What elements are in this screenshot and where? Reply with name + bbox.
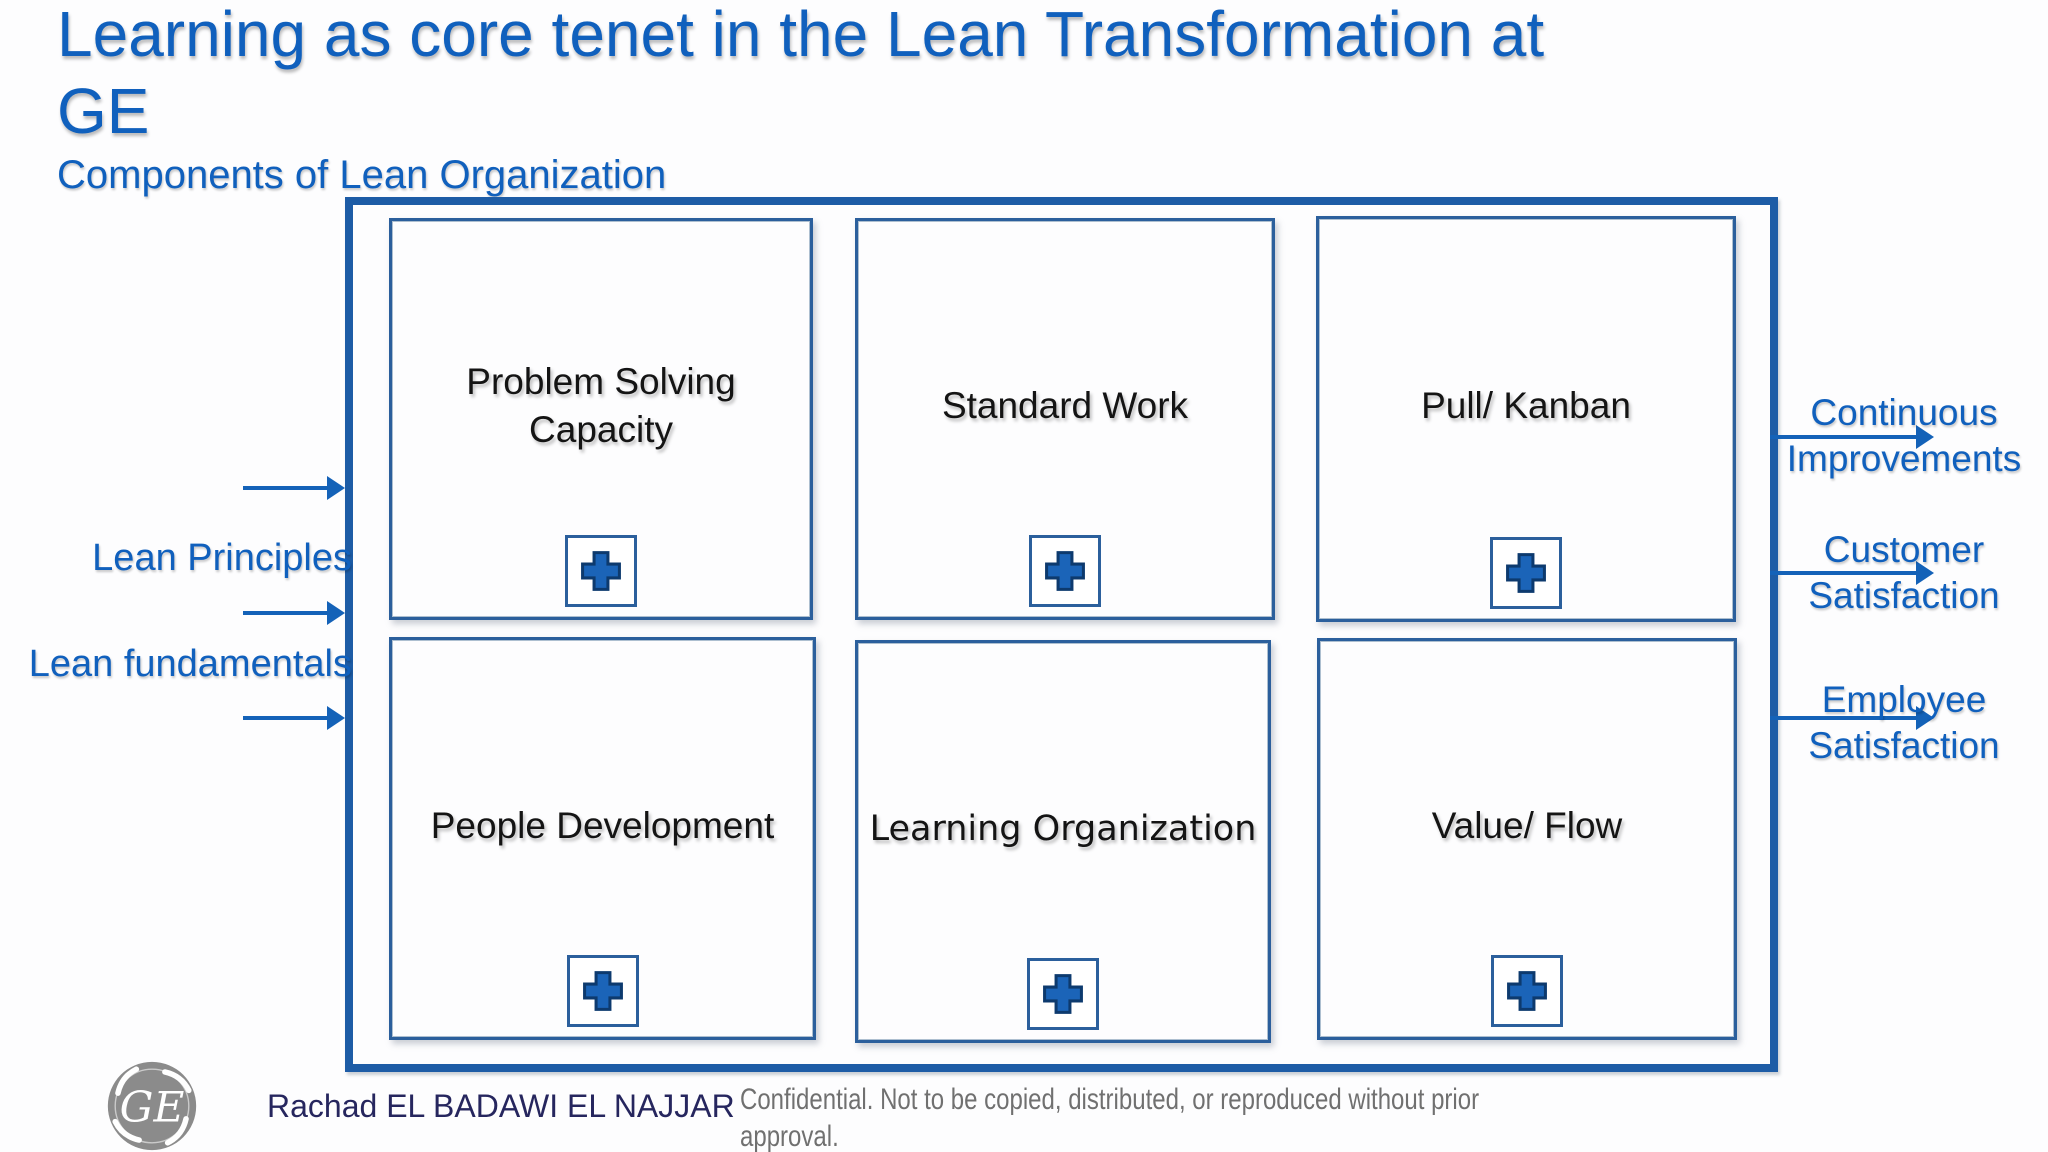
component-label: Value/ Flow	[1431, 805, 1623, 846]
component-label: Problem Solving Capacity	[466, 361, 736, 450]
plus-icon	[566, 955, 639, 1027]
arrow-shaft	[1770, 571, 1920, 575]
lean-fundamentals-label: Lean fundamentals	[28, 643, 352, 685]
component-label: Standard Work	[941, 385, 1189, 426]
arrow-right-icon	[243, 601, 345, 625]
arrow-shaft	[1770, 716, 1920, 720]
continuous-improvements-label: Continuous Improvements	[1786, 392, 2022, 479]
component-box-problem-solving: Problem Solving Capacity	[389, 218, 813, 620]
plus-icon	[1029, 535, 1101, 607]
arrow-right-icon	[243, 706, 345, 730]
component-box-learning-organization: Learning Organization	[855, 640, 1271, 1043]
plus-glyph	[1506, 553, 1546, 593]
plus-icon	[565, 535, 637, 607]
component-box-people-development: People Development	[389, 637, 816, 1040]
component-label: Pull/ Kanban	[1421, 385, 1631, 426]
arrow-right-icon	[1770, 706, 1934, 730]
plus-icon	[1490, 537, 1562, 609]
plus-icon	[1491, 955, 1563, 1027]
plus-icon	[1027, 958, 1099, 1030]
employee-satisfaction-label: Employee Satisfaction	[1808, 679, 2000, 766]
arrow-head	[1916, 561, 1934, 585]
lean-organization-frame	[345, 197, 1778, 1072]
author-name: Rachad EL BADAWI EL NAJJAR	[267, 1088, 735, 1124]
component-box-value-flow: Value/ Flow	[1317, 638, 1737, 1040]
lean-principles-label: Lean Principles	[92, 537, 352, 579]
arrow-shaft	[243, 611, 331, 615]
plus-glyph	[1043, 974, 1083, 1014]
component-box-pull-kanban: Pull/ Kanban	[1316, 216, 1736, 622]
ge-logo-monogram: GE	[120, 1083, 185, 1132]
ge-logo-icon: GE	[107, 1061, 197, 1151]
page-title: Learning as core tenet in the Lean Trans…	[57, 0, 1545, 147]
arrow-shaft	[243, 486, 331, 490]
arrow-shaft	[1770, 435, 1920, 439]
arrow-right-icon	[1770, 425, 1934, 449]
plus-glyph	[581, 551, 621, 591]
arrow-right-icon	[243, 476, 345, 500]
plus-glyph	[582, 971, 623, 1011]
confidential-note: Confidential. Not to be copied, distribu…	[740, 1083, 1480, 1152]
arrow-right-icon	[1770, 561, 1934, 585]
component-label: Learning Organization	[869, 808, 1257, 849]
arrow-head	[327, 601, 345, 625]
arrow-head	[1916, 425, 1934, 449]
arrow-head	[327, 706, 345, 730]
component-label: People Development	[430, 804, 775, 846]
plus-glyph	[1045, 551, 1085, 591]
plus-glyph	[1507, 971, 1547, 1011]
customer-satisfaction-label: Customer Satisfaction	[1808, 529, 2000, 616]
page-subtitle: Components of Lean Organization	[57, 153, 667, 197]
component-box-standard-work: Standard Work	[855, 218, 1275, 620]
arrow-shaft	[243, 716, 331, 720]
arrow-head	[327, 476, 345, 500]
arrow-head	[1916, 706, 1934, 730]
